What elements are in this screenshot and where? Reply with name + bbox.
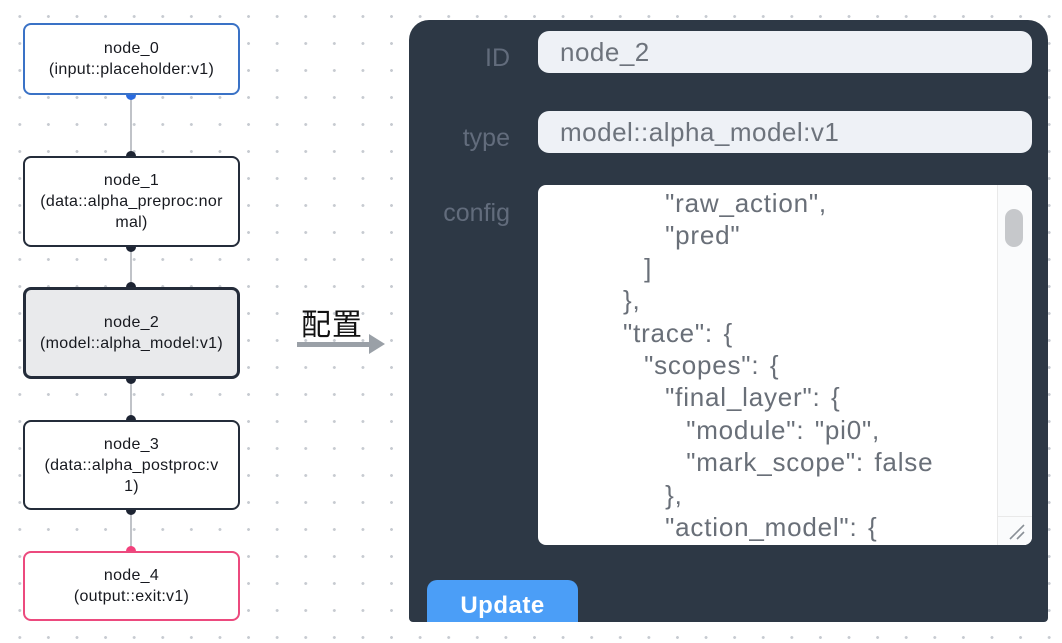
edge-node2-node3 <box>130 379 132 420</box>
config-scrollbar[interactable] <box>997 185 1032 545</box>
flow-node-node_2[interactable]: node_2(model::alpha_model:v1) <box>23 287 240 379</box>
node-title: node_0 <box>103 40 160 57</box>
node-title: node_3 <box>103 435 160 453</box>
config-textarea-wrap: "raw_action", "pred" ] }, "trace": { "sc… <box>538 185 1032 545</box>
resize-grip-icon <box>1009 524 1025 540</box>
node-subtitle: (data::alpha_postproc:v1) <box>44 456 219 495</box>
update-button[interactable]: Update <box>427 580 578 622</box>
node-subtitle: (input::placeholder:v1) <box>48 61 215 78</box>
edge-node3-node4 <box>130 510 132 551</box>
flow-node-node_3[interactable]: node_3(data::alpha_postproc:v1) <box>23 420 240 510</box>
type-input[interactable] <box>538 111 1032 153</box>
node-subtitle: (model::alpha_model:v1) <box>40 335 223 352</box>
node-title: node_4 <box>103 567 160 584</box>
transition-label: 配置 <box>301 309 363 342</box>
node-title: node_2 <box>103 314 160 331</box>
port-node2-out[interactable] <box>126 374 136 384</box>
node-title: node_1 <box>103 172 160 189</box>
edge-node1-node2 <box>130 247 132 287</box>
id-label: ID <box>485 44 510 72</box>
flow-node-node_1[interactable]: node_1(data::alpha_preproc:normal) <box>23 156 240 247</box>
id-input[interactable] <box>538 31 1032 73</box>
arrow-right-icon <box>297 342 371 347</box>
type-label: type <box>462 124 510 152</box>
node-subtitle: (data::alpha_preproc:normal) <box>40 193 223 231</box>
config-scrollbar-thumb[interactable] <box>1005 209 1023 247</box>
flow-node-node_4[interactable]: node_4(output::exit:v1) <box>23 551 240 621</box>
port-node1-out[interactable] <box>126 242 136 252</box>
config-textarea[interactable]: "raw_action", "pred" ] }, "trace": { "sc… <box>623 188 934 543</box>
arrow-right-icon <box>369 334 385 354</box>
port-node0-out[interactable] <box>126 90 136 100</box>
edge-node0-node1 <box>130 95 132 156</box>
port-node3-out[interactable] <box>126 505 136 515</box>
config-label: config <box>443 199 510 227</box>
node-subtitle: (output::exit:v1) <box>73 588 190 605</box>
flow-node-node_0[interactable]: node_0(input::placeholder:v1) <box>23 23 240 95</box>
config-panel: ID type config "raw_action", "pred" ] },… <box>409 20 1048 622</box>
textarea-resize-handle[interactable] <box>997 516 1032 545</box>
